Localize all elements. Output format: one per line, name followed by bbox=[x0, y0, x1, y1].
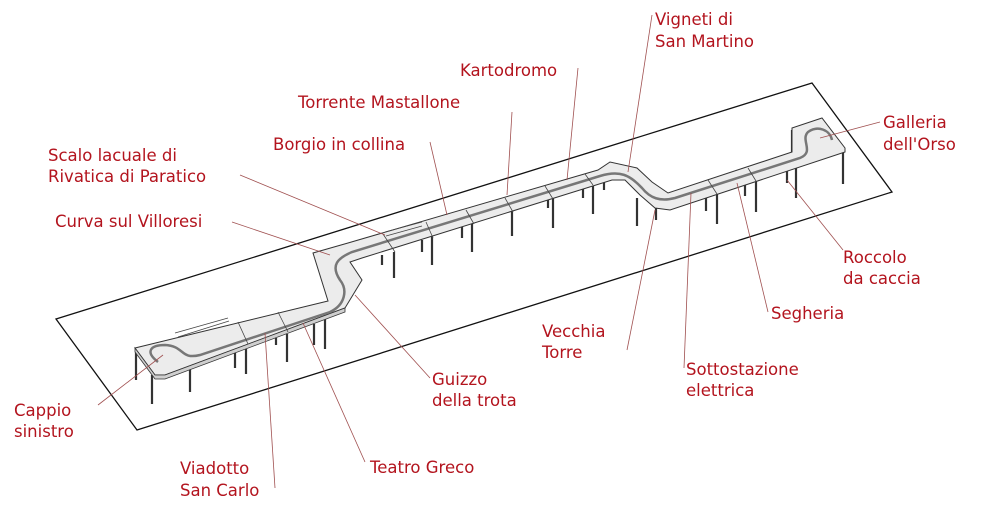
module-dividers bbox=[237, 167, 757, 345]
support-legs bbox=[134, 130, 845, 404]
label-borgio: Borgio in collina bbox=[273, 135, 405, 154]
track-line bbox=[149, 127, 834, 363]
label-torrente: Torrente Mastallone bbox=[297, 93, 460, 112]
label-teatro: Teatro Greco bbox=[369, 458, 474, 477]
label-segheria: Segheria bbox=[771, 304, 844, 323]
base-plane bbox=[54, 82, 894, 431]
label-kartodromo: Kartodromo bbox=[460, 61, 557, 80]
leader-lines bbox=[97, 14, 881, 489]
label-curva: Curva sul Villoresi bbox=[55, 212, 202, 231]
deck-edge bbox=[134, 307, 346, 380]
siding-tracks bbox=[174, 221, 423, 338]
layout-deck bbox=[134, 117, 846, 376]
